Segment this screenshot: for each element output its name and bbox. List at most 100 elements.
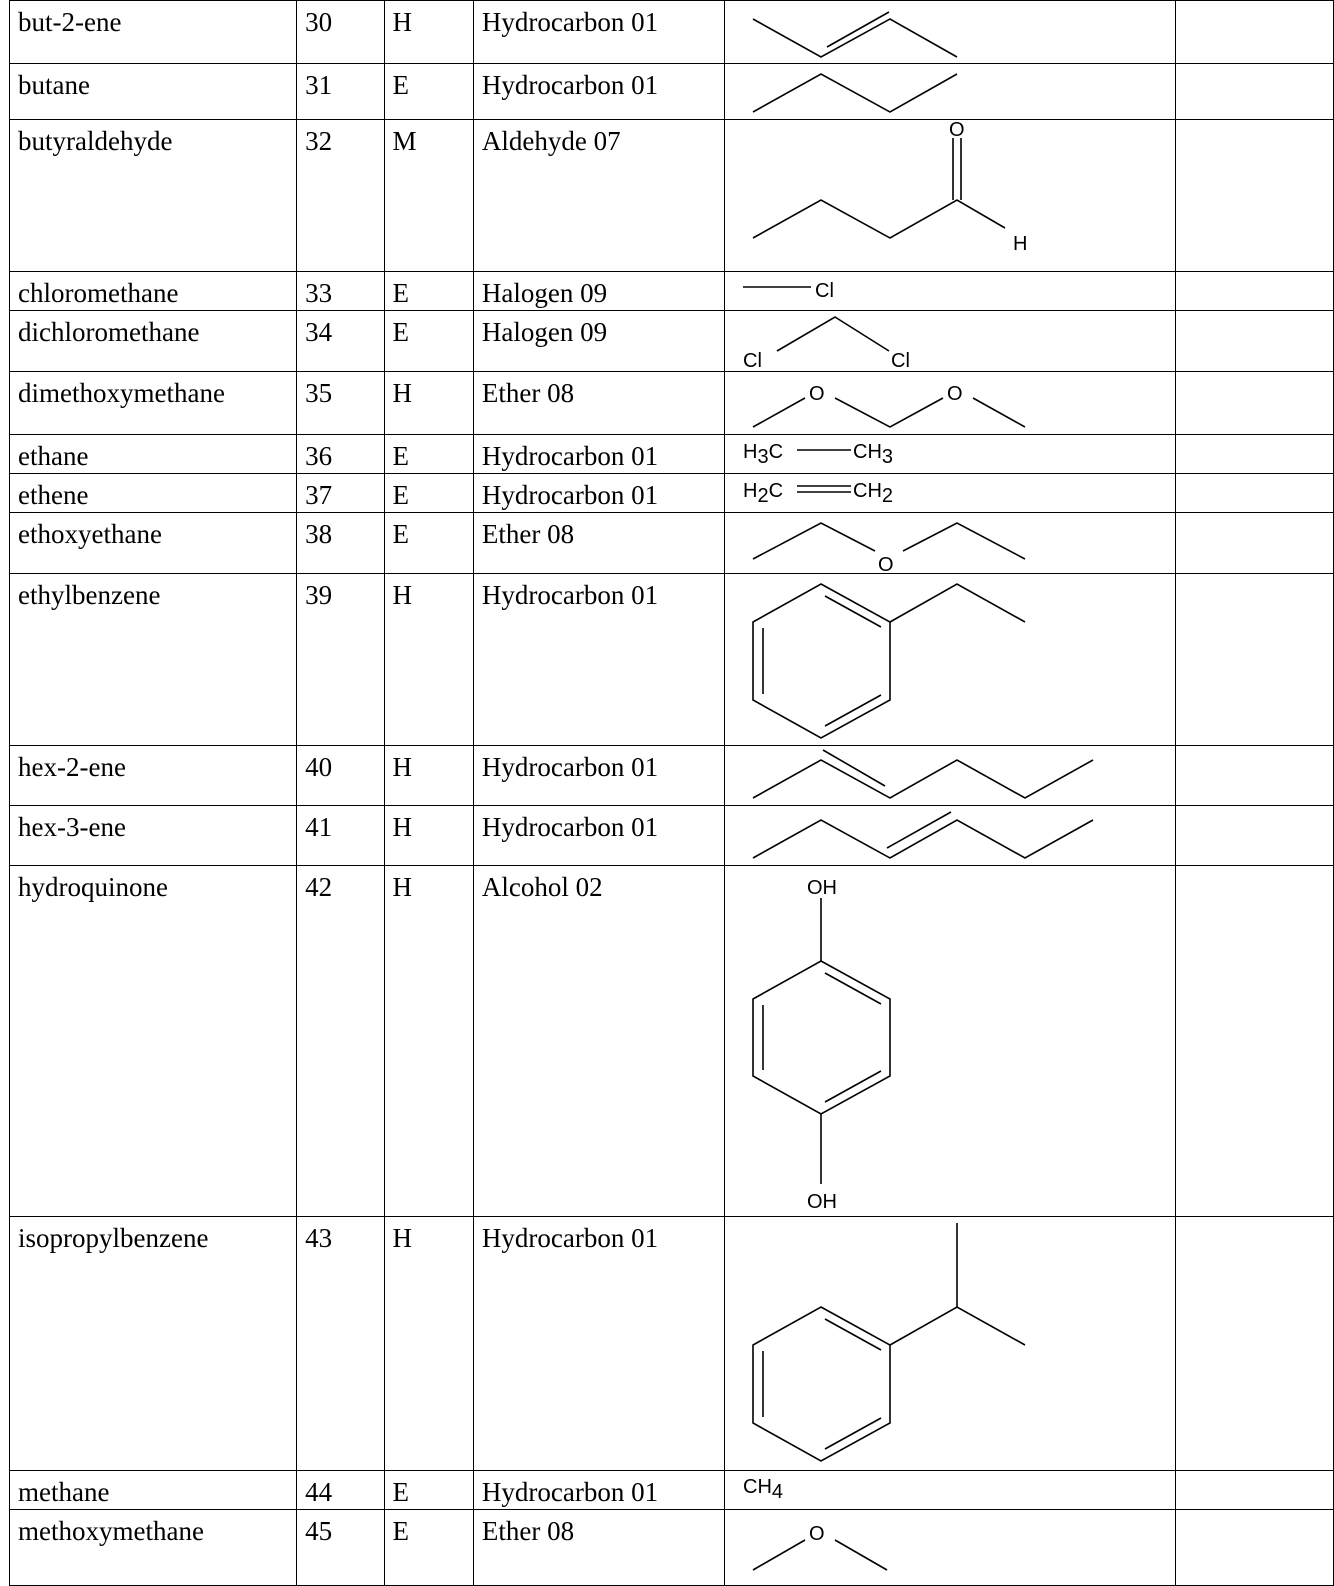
compound-name: hydroquinone: [8, 865, 298, 1217]
hydrogen-atom-label: H: [1013, 233, 1027, 255]
empty-cell: [1174, 271, 1334, 311]
structure-cell: O H: [724, 119, 1176, 272]
compound-number: 42: [296, 865, 385, 1217]
empty-cell: [1174, 0, 1334, 64]
functional-group: Ether 08: [472, 512, 726, 574]
compound-number: 43: [296, 1216, 385, 1471]
table-row: hex-2-ene 40 H Hydrocarbon 01: [8, 745, 1334, 806]
table-row: methoxymethane 45 E Ether 08 O: [8, 1509, 1334, 1586]
table-row: ethoxyethane 38 E Ether 08 O: [8, 512, 1334, 574]
compound-number: 34: [296, 310, 385, 372]
structure-cell: Cl: [724, 271, 1176, 311]
functional-group: Hydrocarbon 01: [472, 434, 726, 474]
difficulty-level: E: [383, 512, 474, 574]
structure-cell: O: [724, 1509, 1176, 1586]
compound-number: 30: [296, 0, 385, 64]
empty-cell: [1174, 63, 1334, 120]
svg-text:H2C: H2C: [743, 480, 783, 506]
empty-cell: [1174, 1509, 1334, 1586]
compound-name: ethane: [8, 434, 298, 474]
table-row: dimethoxymethane 35 H Ether 08 O O: [8, 371, 1334, 435]
ethoxyethane-skeletal-structure: O: [752, 522, 1026, 573]
ethane-condensed-structure: H3C CH3: [743, 441, 893, 467]
but-2-ene-skeletal-structure: [752, 11, 958, 58]
difficulty-level: E: [383, 310, 474, 372]
structure-cell: [724, 1216, 1176, 1471]
chlorine-atom-label: Cl: [743, 350, 762, 372]
svg-text:CH3: CH3: [853, 441, 893, 467]
methane-condensed-structure: CH4: [743, 1476, 783, 1503]
ethylbenzene-skeletal-structure: [752, 583, 1026, 739]
compound-table: but-2-ene 30 H Hydrocarbon 01 butane 31 …: [8, 0, 1334, 1586]
compound-name: hex-3-ene: [8, 805, 298, 866]
difficulty-level: H: [383, 745, 474, 806]
svg-text:CH4: CH4: [743, 1476, 783, 1503]
structure-cell: [724, 63, 1176, 120]
structure-cell: [724, 745, 1176, 806]
table-row: ethylbenzene 39 H Hydrocarbon 01: [8, 573, 1334, 746]
structure-cell: [724, 0, 1176, 64]
empty-cell: [1174, 310, 1334, 372]
table-row: isopropylbenzene 43 H Hydrocarbon 01: [8, 1216, 1334, 1471]
empty-cell: [1174, 434, 1334, 474]
empty-cell: [1174, 119, 1334, 272]
structure-cell: O O: [724, 371, 1176, 435]
compound-number: 39: [296, 573, 385, 746]
difficulty-level: E: [383, 434, 474, 474]
svg-text:CH2: CH2: [853, 480, 893, 506]
table-row: ethene 37 E Hydrocarbon 01 H2C CH2: [8, 473, 1334, 513]
empty-cell: [1174, 805, 1334, 866]
compound-number: 35: [296, 371, 385, 435]
functional-group: Alcohol 02: [472, 865, 726, 1217]
structure-cell: H2C CH2: [724, 473, 1176, 513]
table-row: hex-3-ene 41 H Hydrocarbon 01: [8, 805, 1334, 866]
compound-name: methane: [8, 1470, 298, 1510]
hydroxyl-group-label: OH: [807, 877, 837, 899]
oxygen-atom-label: O: [947, 383, 963, 405]
compound-name: ethoxyethane: [8, 512, 298, 574]
difficulty-level: H: [383, 371, 474, 435]
compound-number: 36: [296, 434, 385, 474]
functional-group: Ether 08: [472, 371, 726, 435]
functional-group: Hydrocarbon 01: [472, 1216, 726, 1471]
compound-number: 37: [296, 473, 385, 513]
oxygen-atom-label: O: [949, 120, 965, 141]
compound-name: dimethoxymethane: [8, 371, 298, 435]
compound-name: isopropylbenzene: [8, 1216, 298, 1471]
compound-name: dichloromethane: [8, 310, 298, 372]
functional-group: Hydrocarbon 01: [472, 0, 726, 64]
ethene-condensed-structure: H2C CH2: [743, 480, 893, 506]
difficulty-level: E: [383, 271, 474, 311]
methoxymethane-skeletal-structure: O: [752, 1523, 888, 1571]
structure-cell: CH4: [724, 1470, 1176, 1510]
functional-group: Halogen 09: [472, 310, 726, 372]
compound-name: ethene: [8, 473, 298, 513]
difficulty-level: E: [383, 63, 474, 120]
butane-skeletal-structure: [752, 73, 958, 113]
compound-name: hex-2-ene: [8, 745, 298, 806]
hex-3-ene-skeletal-structure: [752, 811, 1094, 859]
difficulty-level: H: [383, 865, 474, 1217]
empty-cell: [1174, 1470, 1334, 1510]
table-row: but-2-ene 30 H Hydrocarbon 01: [8, 0, 1334, 64]
compound-number: 45: [296, 1509, 385, 1586]
empty-cell: [1174, 865, 1334, 1217]
compound-name: methoxymethane: [8, 1509, 298, 1586]
functional-group: Hydrocarbon 01: [472, 573, 726, 746]
structure-cell: Cl Cl: [724, 310, 1176, 372]
hydroxyl-group-label: OH: [807, 1191, 837, 1213]
functional-group: Hydrocarbon 01: [472, 1470, 726, 1510]
difficulty-level: E: [383, 473, 474, 513]
difficulty-level: M: [383, 119, 474, 272]
chlorine-atom-label: Cl: [815, 280, 834, 302]
empty-cell: [1174, 1216, 1334, 1471]
compound-number: 33: [296, 271, 385, 311]
svg-text:H3C: H3C: [743, 441, 783, 467]
functional-group: Aldehyde 07: [472, 119, 726, 272]
structure-cell: [724, 805, 1176, 866]
functional-group: Hydrocarbon 01: [472, 473, 726, 513]
functional-group: Hydrocarbon 01: [472, 745, 726, 806]
empty-cell: [1174, 512, 1334, 574]
oxygen-atom-label: O: [809, 1523, 825, 1545]
difficulty-level: E: [383, 1509, 474, 1586]
